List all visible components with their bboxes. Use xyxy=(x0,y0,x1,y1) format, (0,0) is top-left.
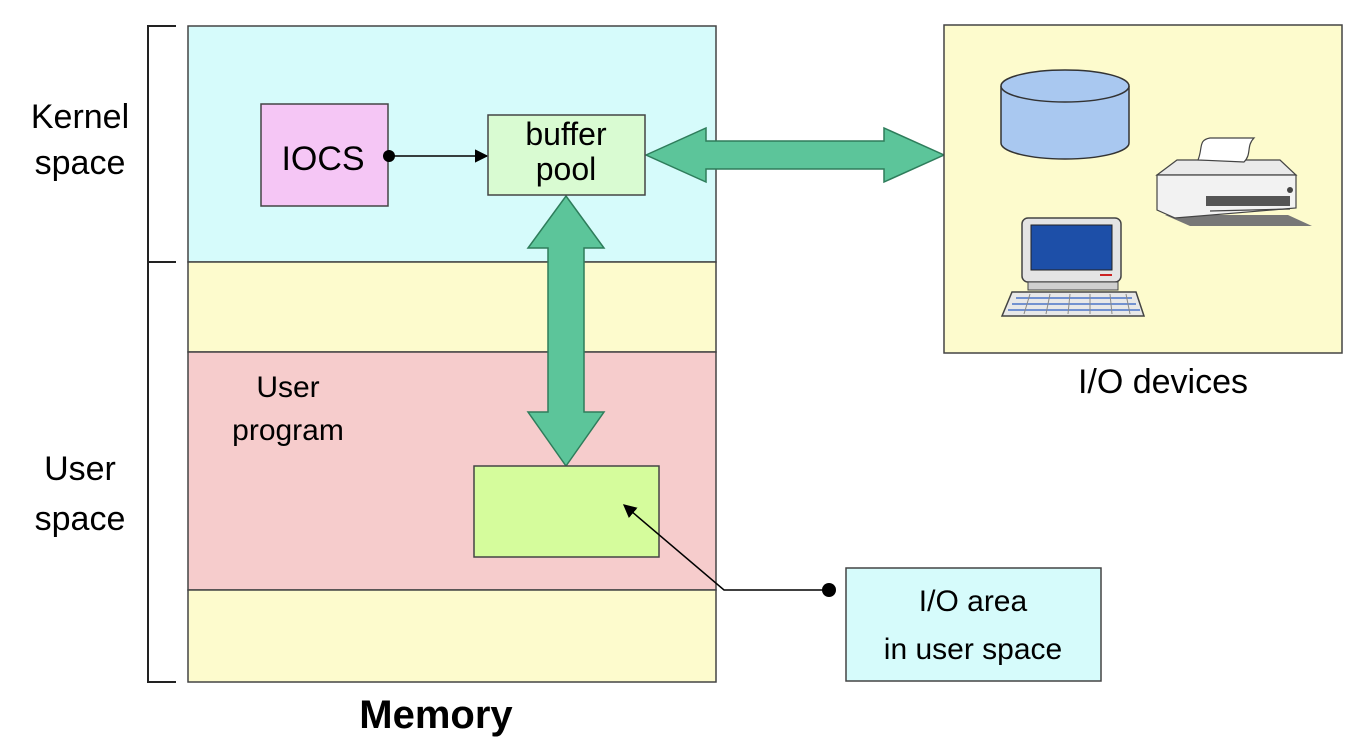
device-transfer-arrow xyxy=(644,126,946,184)
io-area-label-line1: I/O area xyxy=(919,585,1028,618)
user-space-bracket xyxy=(147,261,176,683)
printer-icon xyxy=(1155,137,1312,226)
user-program-label-line1: User xyxy=(256,371,319,404)
user-space-label-line2: space xyxy=(35,500,126,538)
user-space-label-line1: User xyxy=(44,450,116,488)
io-devices-caption: I/O devices xyxy=(1078,363,1248,401)
kernel-space-label-line2: space xyxy=(35,144,126,182)
disk-icon xyxy=(1000,69,1130,160)
buffer-pool-box xyxy=(487,114,646,196)
iocs-box xyxy=(260,103,389,207)
buffer-pool-label-line2: pool xyxy=(536,151,597,187)
iocs-label: IOCS xyxy=(281,140,364,178)
io-area-pointer-line xyxy=(622,504,829,591)
kernel-space-label-line1: Kernel xyxy=(31,98,129,136)
user-program-label-line2: program xyxy=(232,414,344,447)
iocs-connector-dot xyxy=(383,150,395,162)
io-area-callout xyxy=(845,567,1102,682)
io-area-label-line2: in user space xyxy=(884,633,1062,666)
buffer-pool-label-line1: buffer xyxy=(525,116,607,152)
user-space-upper-region xyxy=(187,261,717,353)
user-space-lower-region xyxy=(187,589,717,683)
kernel-space-bracket xyxy=(147,25,176,263)
memory-caption: Memory xyxy=(359,693,513,737)
io-area-pointer-dot xyxy=(822,583,836,597)
computer-icon xyxy=(1000,217,1146,317)
